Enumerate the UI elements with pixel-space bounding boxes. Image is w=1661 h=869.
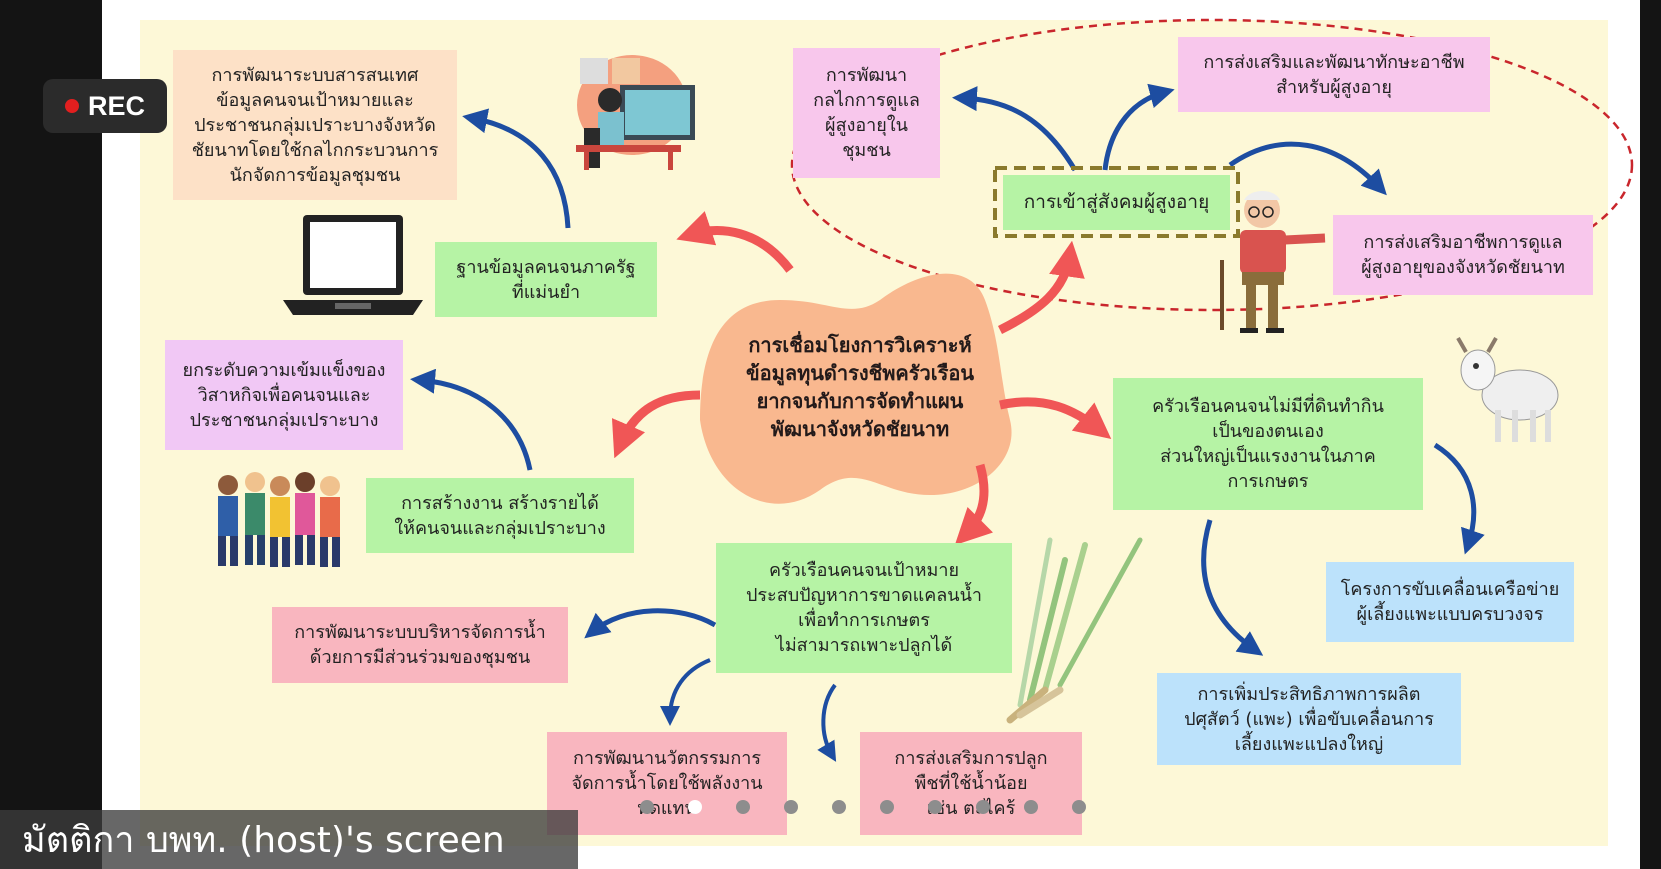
arrow-to-info-system [462, 108, 571, 229]
arrow-to-caregiver [1228, 141, 1387, 196]
pager-dot[interactable] [832, 800, 846, 814]
arrow-to-care-mechanism [952, 86, 1078, 172]
node-water-mgmt: การพัฒนาระบบบริหารจัดการน้ำ ด้วยการมีส่ว… [272, 607, 568, 683]
arrow-to-jobs [611, 390, 701, 459]
lemongrass-illustration [1006, 537, 1143, 724]
screen-share-caption: มัตติกา บพท. (host)'s screen [0, 810, 578, 869]
pager-dot[interactable] [976, 800, 990, 814]
node-goat-production: การเพิ่มประสิทธิภาพการผลิต ปศุสัตว์ (แพะ… [1157, 673, 1461, 765]
arrow-to-database [676, 211, 794, 273]
arrow-to-goat-network [1433, 442, 1485, 555]
node-info-system: การพัฒนาระบบสารสนเทศ ข้อมูลคนจนเป้าหมายแ… [173, 50, 457, 200]
arrow-to-skill-promo [1102, 83, 1175, 171]
node-caregiver: การส่งเสริมอาชีพการดูแล ผู้สูงอายุของจัง… [1333, 215, 1593, 295]
node-goat-network: โครงการขับเคลื่อนเครือข่าย ผู้เลี้ยงแพะแ… [1326, 562, 1574, 642]
arrow-to-water-mgmt [584, 608, 717, 639]
arrow-to-landless [999, 397, 1112, 439]
node-jobs: การสร้างงาน สร้างรายได้ ให้คนจนและกลุ่มเ… [366, 478, 634, 553]
caption-text: มัตติกา บพท. (host)'s screen [22, 820, 505, 861]
people-group-illustration [218, 472, 340, 567]
left-black-bar [0, 0, 102, 869]
pager-dot[interactable] [880, 800, 894, 814]
arrow-to-social-enterprise [410, 368, 533, 471]
recording-label: REC [87, 90, 145, 121]
pager-dot[interactable] [688, 800, 702, 814]
goat-illustration [1456, 337, 1559, 442]
recording-indicator: REC [43, 79, 167, 133]
pager-dot[interactable] [928, 800, 942, 814]
laptop-illustration [283, 215, 423, 315]
arrow-to-elder-society [997, 240, 1085, 335]
pager-dot[interactable] [736, 800, 750, 814]
center-topic: การเชื่อมโยงการวิเคราะห์ ข้อมูลทุนดำรงชี… [745, 333, 975, 441]
slide-pager [640, 800, 1086, 814]
center-blob [700, 273, 1012, 504]
node-care-mechanism: การพัฒนา กลไกการดูแล ผู้สูงอายุใน ชุมชน [793, 48, 940, 178]
node-social-enterprise: ยกระดับความเข้มแข็งของ วิสาหกิจเพื่อคนจน… [165, 340, 403, 450]
record-dot-icon [64, 99, 79, 113]
elderly-man-illustration [1220, 191, 1326, 333]
office-worker-illustration [576, 55, 695, 170]
node-landless: ครัวเรือนคนจนไม่มีที่ดินทำกิน เป็นของตนเ… [1113, 378, 1423, 510]
pager-dot[interactable] [784, 800, 798, 814]
pager-dot[interactable] [1024, 800, 1038, 814]
elderly-group-ellipse [790, 18, 1634, 312]
pager-dot[interactable] [640, 800, 654, 814]
arrow-to-water-innovation [660, 658, 711, 726]
arrow-to-goat-production [1201, 519, 1264, 656]
right-black-bar [1640, 0, 1661, 869]
node-elder-society: การเข้าสู่สังคมผู้สูงอายุ [1003, 175, 1230, 230]
arrow-to-water-shortage [954, 463, 994, 546]
node-database: ฐานข้อมูลคนจนภาครัฐ ที่แม่นยำ [435, 242, 657, 317]
node-skill-promo: การส่งเสริมและพัฒนาทักษะอาชีพ สำหรับผู้ส… [1178, 37, 1490, 112]
node-low-water-crops: การส่งเสริมการปลูก พืชที่ใช้น้ำน้อย เช่น… [860, 732, 1082, 835]
node-water-innovation: การพัฒนานวัตกรรมการ จัดการน้ำโดยใช้พลังง… [547, 732, 787, 835]
arrow-to-low-water-crops [817, 683, 837, 762]
node-water-shortage: ครัวเรือนคนจนเป้าหมาย ประสบปัญหาการขาดแค… [716, 543, 1012, 673]
pager-dot[interactable] [1072, 800, 1086, 814]
elder-society-dashed-frame [993, 166, 1240, 238]
